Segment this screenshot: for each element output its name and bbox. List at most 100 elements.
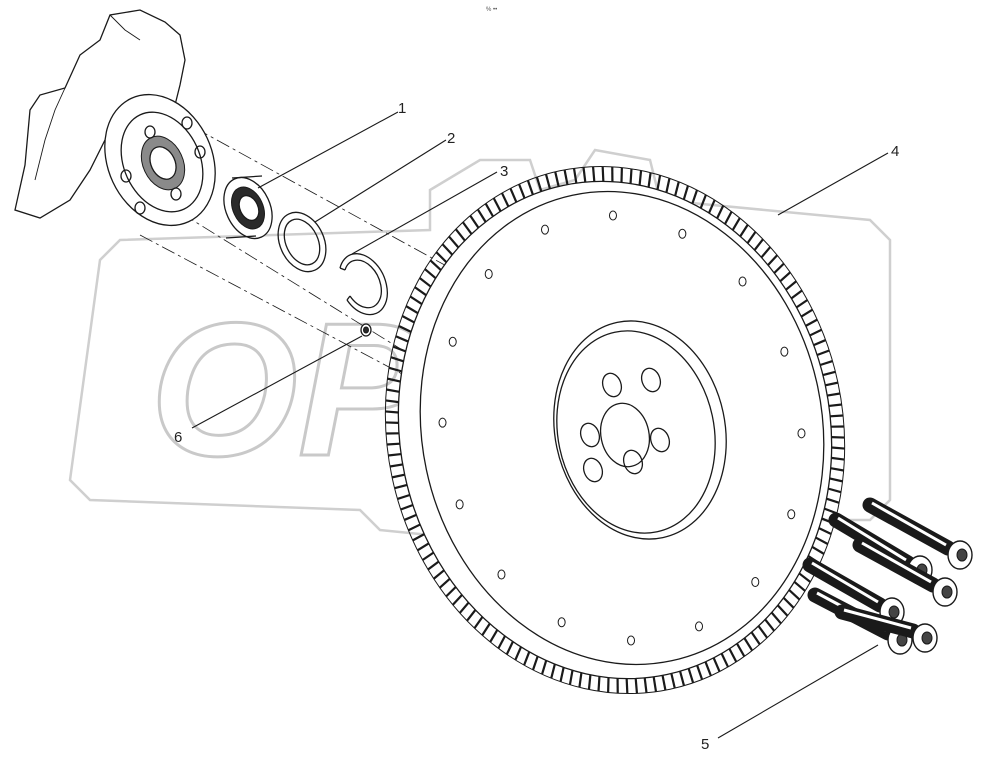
gear-tooth — [687, 668, 695, 684]
gear-tooth — [665, 178, 671, 193]
gear-tooth — [476, 208, 487, 223]
rim-hole — [557, 617, 566, 628]
gear-tooth — [518, 183, 526, 199]
rim-hole — [540, 224, 549, 235]
gear-tooth — [386, 442, 400, 446]
bolt — [852, 537, 958, 607]
callout-2: 2 — [447, 130, 455, 147]
gear-tooth — [554, 171, 560, 187]
part-6-pin — [360, 323, 372, 337]
gear-tooth — [826, 497, 840, 504]
rim-hole — [608, 210, 617, 221]
gear-tooth — [572, 168, 578, 184]
gear-tooth — [439, 577, 451, 589]
gear-tooth — [760, 246, 772, 259]
gear-tooth — [638, 170, 643, 186]
gear-tooth — [674, 181, 680, 197]
rim-hole — [438, 417, 447, 428]
gear-tooth — [770, 611, 782, 625]
gear-tooth — [746, 231, 757, 244]
bolt-thread — [871, 501, 947, 547]
callout-4: 4 — [891, 143, 899, 160]
gear-tooth — [750, 631, 761, 645]
gear-tooth — [418, 277, 432, 288]
gear-tooth — [435, 251, 448, 264]
gear-tooth — [414, 286, 427, 297]
gear-tooth — [448, 235, 460, 249]
rim-hole — [797, 428, 806, 439]
hub-bolt-holes — [579, 367, 671, 483]
part-1-bearing — [223, 175, 273, 240]
gear-tooth — [403, 513, 417, 521]
gear-tooth — [823, 507, 838, 515]
gear-tooth — [813, 339, 827, 347]
gear-tooth — [386, 388, 400, 393]
gear-tooth — [736, 643, 746, 657]
gear-tooth — [526, 180, 534, 195]
bolt-socket — [956, 548, 968, 562]
part-4-flywheel — [384, 165, 846, 695]
gear-tooth — [728, 648, 738, 663]
gear-tooth — [509, 188, 518, 203]
gear-tooth — [473, 616, 484, 629]
bolt-thread — [843, 608, 912, 630]
gear-tooth — [400, 503, 414, 511]
gear-tooth — [773, 262, 785, 274]
gear-tooth — [433, 569, 445, 580]
gear-tooth — [793, 580, 806, 592]
gear-tooth — [661, 675, 667, 691]
gear-tooth — [829, 477, 843, 483]
gear-tooth — [828, 403, 842, 408]
gear-tooth — [578, 672, 583, 688]
gear-tooth — [407, 523, 421, 532]
gear-tooth — [388, 366, 403, 373]
rim-hole — [455, 499, 464, 510]
gear-tooth — [825, 381, 839, 387]
gear-tooth — [670, 673, 676, 689]
gear-tooth — [753, 238, 764, 251]
gear-tooth — [481, 623, 491, 636]
gear-tooth — [827, 487, 842, 494]
gear-tooth — [388, 452, 402, 457]
gear-tooth — [568, 670, 574, 685]
rim-hole — [751, 577, 760, 588]
bolt-socket — [888, 605, 900, 619]
bolt-thread — [837, 516, 907, 562]
bolt-shank — [862, 497, 956, 556]
rim-hole — [787, 509, 796, 520]
gear-tooth — [831, 456, 845, 461]
gear-tooth — [724, 211, 733, 225]
gear-tooth — [531, 655, 539, 671]
rim-hole — [448, 336, 457, 347]
gear-tooth — [704, 661, 712, 677]
gear-tooth — [391, 473, 405, 479]
callout-6: 6 — [174, 429, 182, 446]
gear-tooth — [800, 308, 814, 318]
gear-tooth — [634, 678, 639, 694]
gear-tooth — [795, 299, 809, 309]
gear-tooth — [424, 268, 437, 280]
gear-tooth — [699, 194, 707, 209]
gear-tooth — [416, 542, 430, 552]
gear-tooth — [500, 192, 510, 207]
gear-tooth — [776, 604, 789, 617]
gear-tooth — [514, 646, 523, 661]
bolt-socket — [941, 585, 953, 599]
bolt-shank — [802, 557, 888, 613]
gear-tooth — [707, 199, 716, 214]
gear-tooth — [696, 665, 704, 680]
gear-tooth — [587, 674, 592, 690]
gear-tooth — [731, 217, 741, 231]
bolt — [862, 497, 973, 570]
gear-tooth — [550, 663, 556, 679]
gear-tooth — [469, 215, 480, 229]
gear-tooth — [458, 601, 470, 614]
gear-tooth — [401, 315, 415, 324]
gear-tooth — [427, 560, 440, 571]
callout-3: 3 — [500, 163, 508, 180]
bolt-thread — [861, 541, 932, 584]
gear-tooth — [656, 175, 662, 190]
gear-tooth — [523, 651, 531, 666]
gear-tooth — [544, 173, 551, 190]
